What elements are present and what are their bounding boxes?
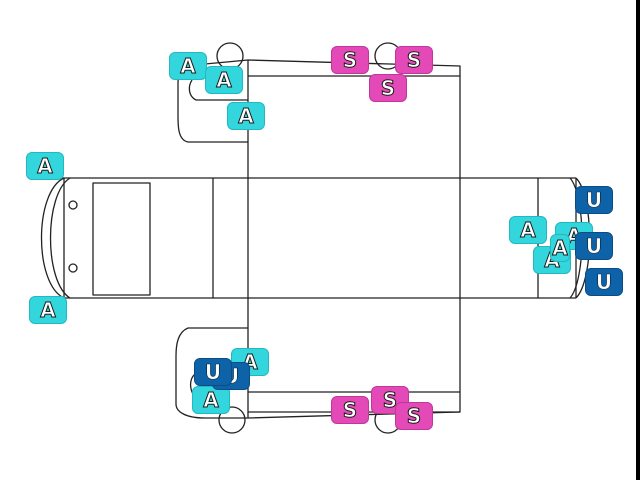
roof-panel: [247, 75, 461, 413]
marker-s: S: [371, 386, 409, 414]
headlight-bottom: [68, 263, 78, 273]
marker-s: S: [331, 396, 369, 424]
bottom-front-wheel: [218, 406, 246, 434]
headlight-top: [68, 200, 78, 210]
marker-a: A: [227, 102, 265, 130]
marker-u: U: [585, 268, 623, 296]
right-edge-bar: [636, 0, 640, 480]
marker-u: U: [575, 186, 613, 214]
marker-s: S: [369, 74, 407, 102]
marker-s: S: [331, 46, 369, 74]
marker-a: A: [205, 66, 243, 94]
windshield: [92, 182, 151, 296]
marker-a: A: [169, 52, 207, 80]
front-bumper: [40, 177, 65, 299]
marker-s: S: [395, 46, 433, 74]
marker-a: A: [550, 234, 570, 262]
marker-a: A: [509, 216, 547, 244]
marker-a: A: [29, 296, 67, 324]
marker-a: A: [26, 152, 64, 180]
marker-s: S: [395, 402, 433, 430]
marker-u: U: [575, 232, 613, 260]
marker-a: A: [192, 386, 230, 414]
bottom-cab-door: [175, 327, 248, 419]
marker-u: U: [194, 358, 232, 386]
